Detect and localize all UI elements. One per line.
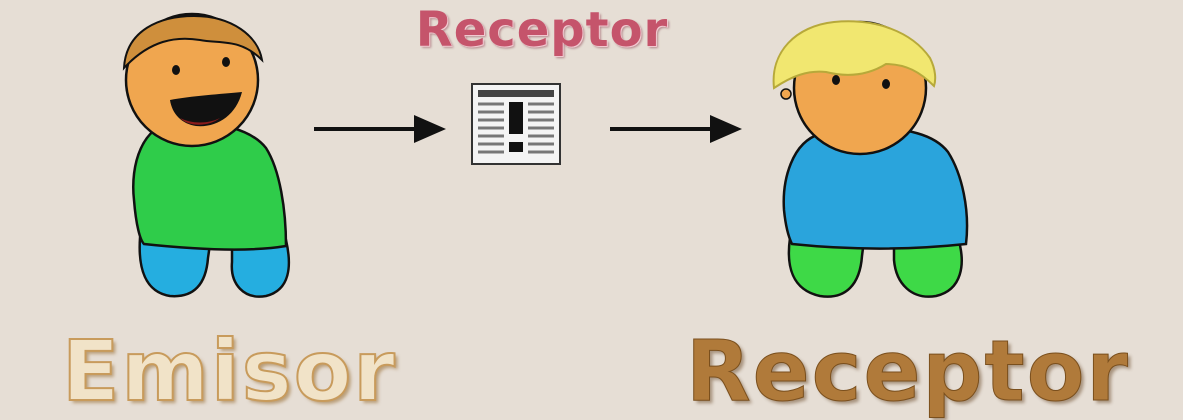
arrow-right-icon: [314, 115, 446, 143]
receiver-label: Receptor: [686, 322, 1130, 420]
sender-person-icon: [122, 12, 291, 298]
message-document-icon: [471, 83, 561, 165]
receiver-person-icon: [772, 20, 969, 298]
sender-label: Emisor: [61, 321, 397, 420]
arrow-right-icon: [610, 115, 742, 143]
message-label: Receptor: [415, 2, 669, 58]
